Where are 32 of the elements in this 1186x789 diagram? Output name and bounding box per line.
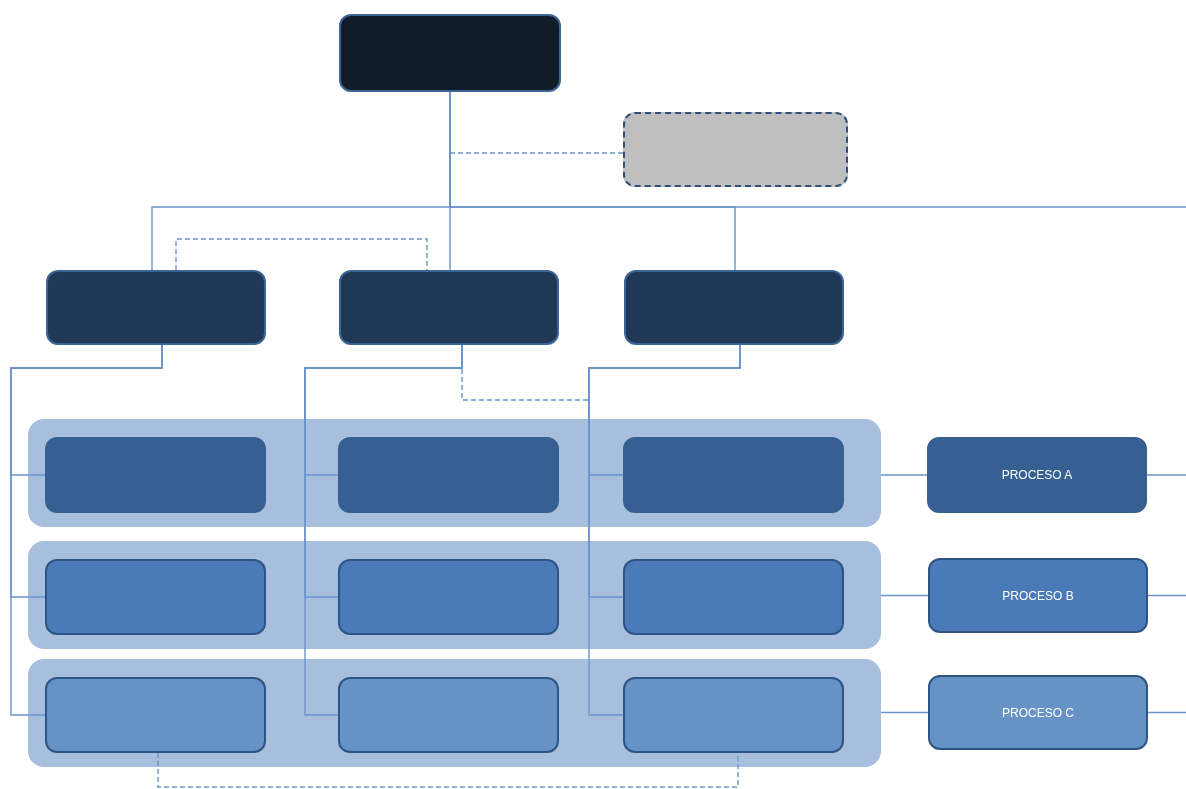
row-band	[28, 659, 881, 767]
dashed-connector	[461, 344, 590, 401]
process-box: PROCESO A	[927, 437, 1147, 513]
connector-line	[880, 594, 929, 597]
connector-line	[10, 344, 163, 716]
dashed-connector	[175, 238, 428, 271]
position-box	[339, 270, 559, 345]
connector-line	[1147, 594, 1186, 597]
connector-line	[880, 711, 929, 714]
position-box	[338, 677, 559, 753]
connector-line	[588, 344, 741, 716]
process-box: PROCESO B	[928, 558, 1148, 633]
position-box	[623, 437, 844, 513]
process-box: PROCESO C	[928, 675, 1148, 750]
position-box	[45, 437, 266, 513]
position-box	[46, 270, 266, 345]
row-band	[28, 541, 881, 649]
connector-line	[1146, 474, 1186, 476]
dashed-connector	[449, 152, 624, 154]
row-band	[28, 419, 881, 527]
position-box	[45, 677, 266, 753]
position-box	[624, 270, 844, 345]
position-box	[623, 112, 848, 187]
position-box	[623, 677, 844, 753]
dashed-connector	[157, 752, 739, 788]
position-box	[623, 559, 844, 635]
connector-line	[1147, 711, 1186, 714]
position-box	[339, 14, 561, 92]
position-box	[338, 559, 559, 635]
position-box	[45, 559, 266, 635]
position-box	[338, 437, 559, 513]
connector-line	[880, 474, 928, 476]
